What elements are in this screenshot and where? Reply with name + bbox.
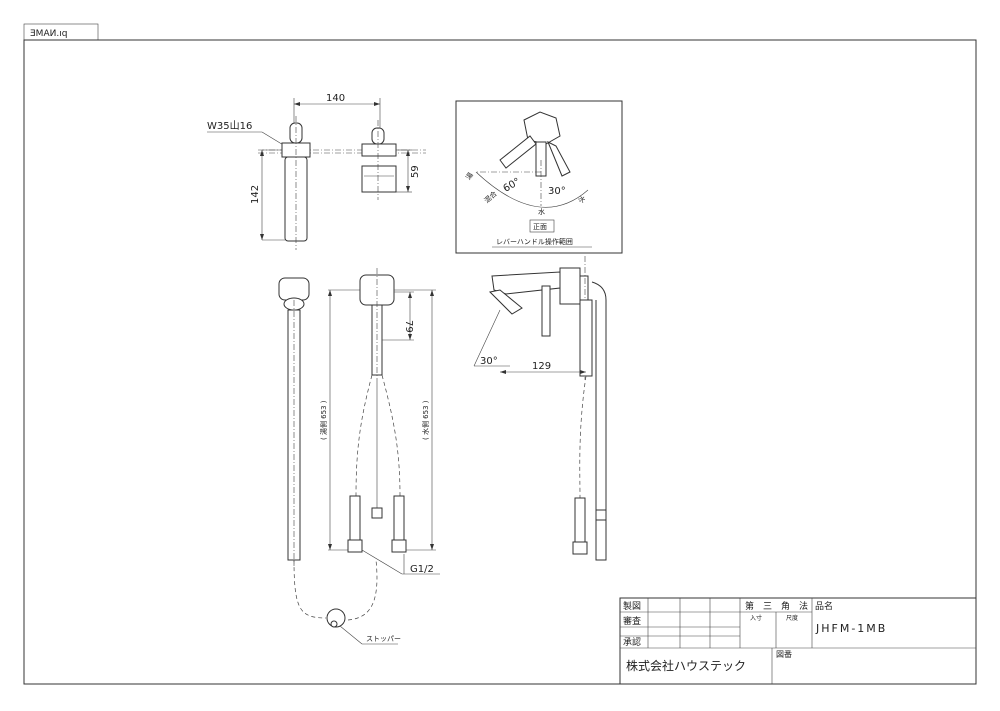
dim-hot-653: ( 湯側 653 ) xyxy=(319,400,328,440)
dim-129: 129 xyxy=(532,361,551,372)
side-view-left: ストッパー xyxy=(278,277,401,645)
inset-front-box xyxy=(529,219,555,233)
dim-140: 140 xyxy=(326,93,345,104)
top-view-group: 140 W35山16 142 59 xyxy=(207,93,426,250)
tb-company: 株式会社ハウステック xyxy=(626,658,746,673)
inset-60deg: 60° xyxy=(501,176,522,194)
label-stopper: ストッパー xyxy=(366,635,401,643)
title-block: 製図 審査 承認 第 三 角 法 入寸 尺度 品名 JHFM-1MB 株式会社ハ… xyxy=(619,597,977,685)
dim-59: 59 xyxy=(410,165,421,178)
tb-projection: 第 三 角 法 xyxy=(745,600,808,612)
tb-made: 製図 xyxy=(623,600,641,612)
dim-79: 79 xyxy=(403,320,414,333)
corner-tag: ƎMAИ.ıq xyxy=(30,29,67,39)
tb-product: JHFM-1MB xyxy=(815,622,887,635)
dim-142: 142 xyxy=(250,185,261,204)
lever-range-inset: 湯 混合 60° 30° 水 水 正面 レバーハンドル操作範囲 xyxy=(455,100,623,254)
inset-mix: 混合 xyxy=(482,189,499,205)
dim-cold-653: ( 水側 653 ) xyxy=(421,400,430,440)
angle-30: 30° xyxy=(480,356,498,367)
sheet-border xyxy=(23,39,977,685)
tb-scale-in: 入寸 xyxy=(750,614,762,622)
inset-caption: レバーハンドル操作範囲 xyxy=(496,237,573,246)
inset-border xyxy=(455,100,623,254)
tb-approved: 承認 xyxy=(623,636,641,648)
inset-hot: 湯 xyxy=(464,171,475,182)
tb-drawing-no: 図番 xyxy=(776,649,792,659)
tb-checked: 審査 xyxy=(623,615,641,627)
inset-front: 正面 xyxy=(533,223,547,231)
side-view-right: 30° 129 xyxy=(473,256,607,561)
tb-scale: 尺度 xyxy=(786,614,798,622)
tb-name-label: 品名 xyxy=(815,600,833,612)
inset-water-center: 水 xyxy=(538,207,545,216)
front-view: ( 湯側 653 ) 79 ( 水側 653 ) G1 xyxy=(319,268,440,575)
label-w35: W35山16 xyxy=(207,120,252,132)
inset-30deg: 30° xyxy=(548,186,566,197)
inset-water-right: 水 xyxy=(576,194,587,205)
label-g12: G1/2 xyxy=(410,564,434,575)
